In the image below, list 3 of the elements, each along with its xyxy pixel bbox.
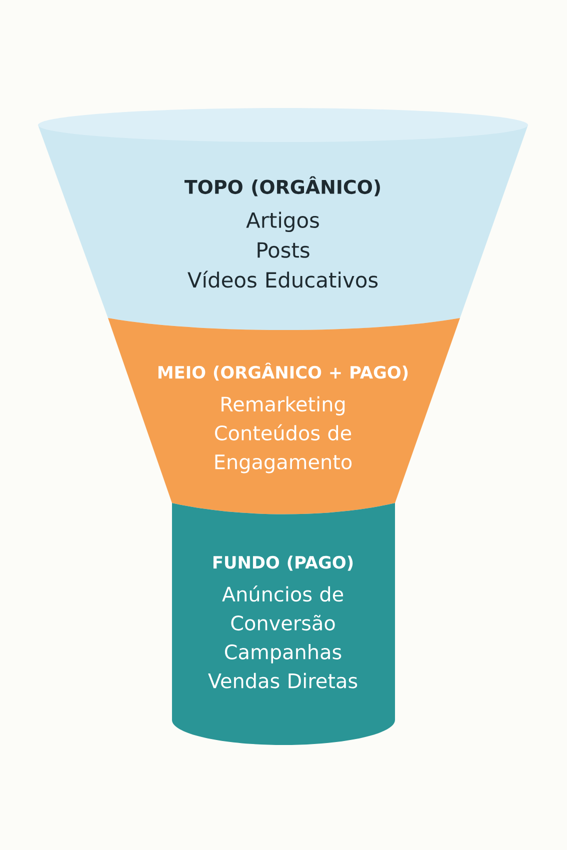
funnel-middle-band: MEIO (ORGÂNICO + PAGO) Remarketing Conteúdos de Engagamento bbox=[108, 318, 460, 514]
funnel-top-band: TOPO (ORGÂNICO) Artigos Posts Vídeos Educativos bbox=[38, 108, 528, 330]
funnel-bottom-cylinder: FUNDO (PAGO) Anúncios de Conversão Campanhas Vendas Diretas bbox=[172, 503, 395, 745]
